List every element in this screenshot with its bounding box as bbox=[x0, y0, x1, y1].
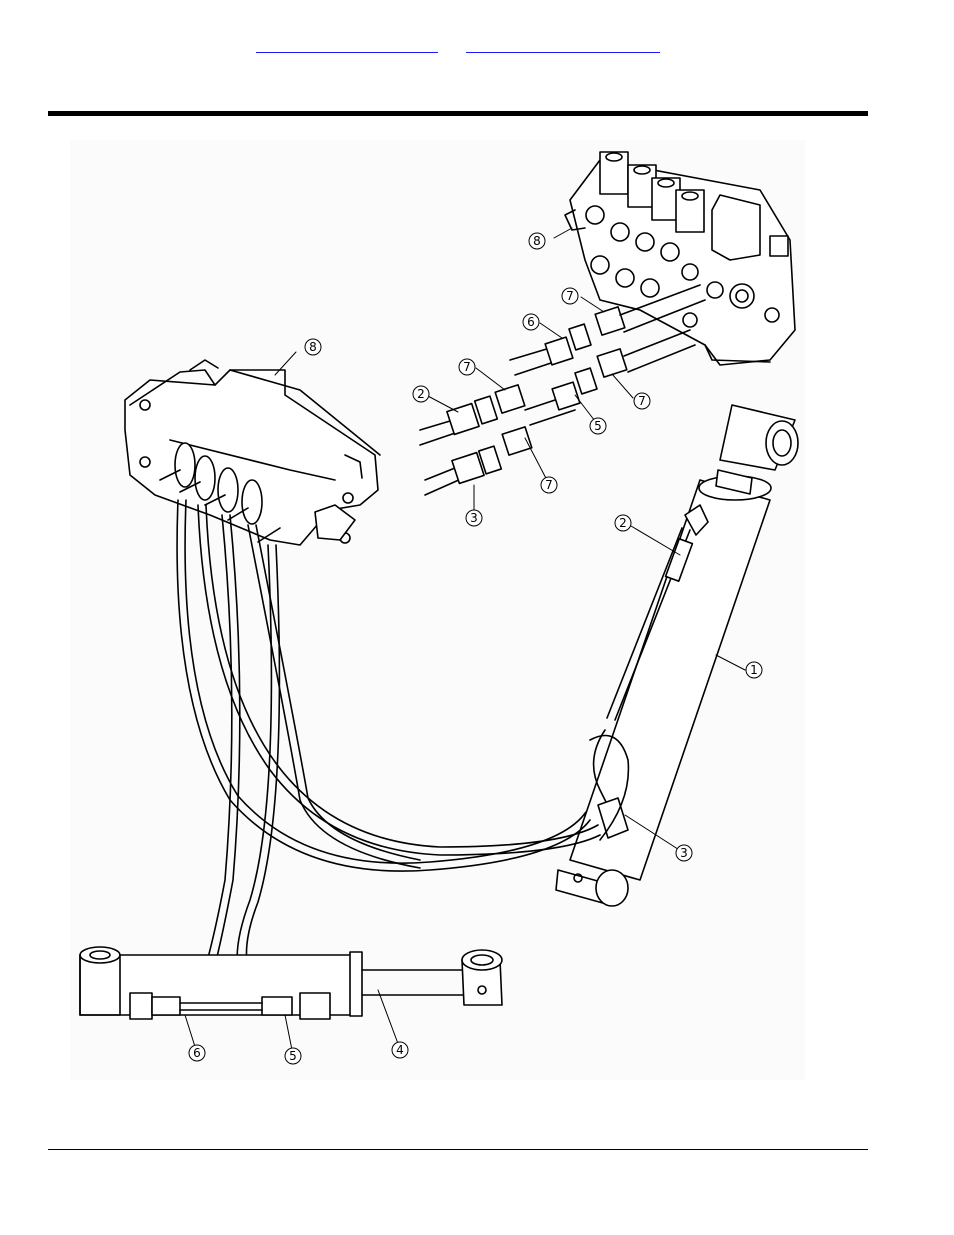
callout-7: 7 bbox=[463, 360, 471, 374]
callout-5: 5 bbox=[289, 1049, 297, 1063]
callout-8: 8 bbox=[533, 234, 541, 248]
cylinder-right bbox=[556, 405, 798, 906]
callout-2: 2 bbox=[619, 516, 627, 530]
curved-hoses bbox=[177, 500, 600, 1002]
callout-4: 4 bbox=[396, 1043, 404, 1057]
callout-5: 5 bbox=[594, 419, 602, 433]
valve-stack-upper-right bbox=[565, 152, 795, 365]
callout-7: 7 bbox=[638, 394, 646, 408]
header-link-1[interactable] bbox=[256, 38, 438, 53]
callout-2: 2 bbox=[417, 387, 425, 401]
footer-rule bbox=[48, 1149, 868, 1150]
callout-6: 6 bbox=[193, 1046, 201, 1060]
header-rule bbox=[48, 111, 868, 116]
callout-3: 3 bbox=[680, 846, 688, 860]
callout-7: 7 bbox=[566, 289, 574, 303]
header-link-2[interactable] bbox=[466, 38, 660, 53]
hydraulic-assembly-drawing: 8 8 7 6 7 2 7 5 7 3 2 1 3 4 5 6 bbox=[70, 140, 805, 1080]
callout-6: 6 bbox=[527, 315, 535, 329]
callout-7: 7 bbox=[545, 478, 553, 492]
cylinder-bottom bbox=[80, 947, 502, 1019]
parts-diagram: 8 8 7 6 7 2 7 5 7 3 2 1 3 4 5 6 bbox=[70, 140, 805, 1080]
callout-8: 8 bbox=[309, 340, 317, 354]
header-links bbox=[0, 38, 954, 58]
callout-3: 3 bbox=[470, 511, 478, 525]
valve-stack-upper-left bbox=[125, 360, 380, 545]
loose-hoses-and-fittings bbox=[420, 285, 705, 495]
callout-1: 1 bbox=[750, 663, 758, 677]
